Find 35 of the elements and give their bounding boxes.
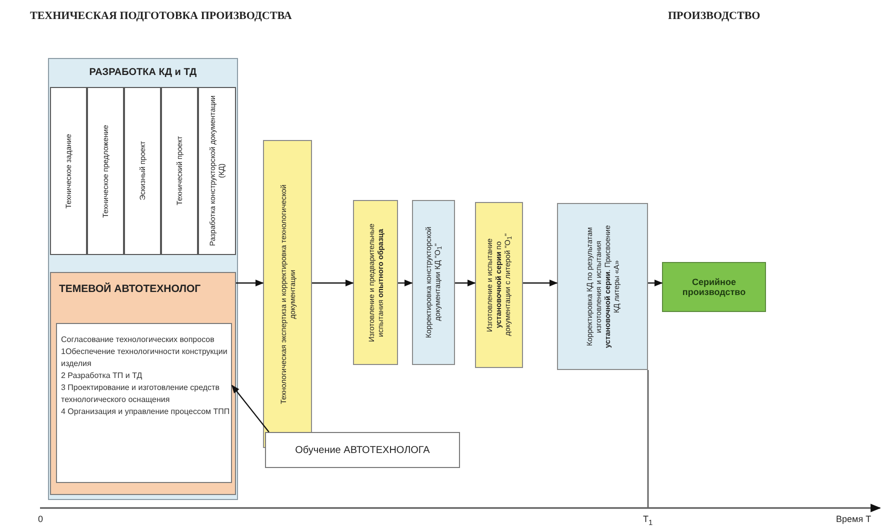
process-box [265, 432, 460, 468]
result-box [662, 262, 766, 312]
section-heading: ПРОИЗВОДСТВО [668, 10, 760, 22]
process-box [475, 202, 523, 368]
arrow [398, 280, 413, 286]
box-label: Обучение АВТОТЕХНОЛОГА [295, 444, 430, 456]
box-label: Серийное производство [681, 277, 747, 297]
arrow [312, 280, 354, 286]
arrow [455, 280, 476, 286]
stage-box [50, 87, 87, 255]
milestone-label: T$_{1}$ [643, 514, 653, 527]
process-box [412, 200, 455, 365]
task-text: 3 Проектирование и изготовление средств технологического оснащения [60, 382, 220, 406]
task-text: Согласование технологических вопросов [60, 334, 216, 346]
stage-box [161, 87, 198, 255]
panel-heading: ТЕМЕВОЙ АВТОТЕХНОЛОГ [59, 283, 201, 295]
task-list-box [56, 323, 232, 483]
task-text: 2 Разработка ТП и ТД [60, 370, 144, 382]
stage-box [124, 87, 161, 255]
panel-heading: РАЗРАБОТКА КД и ТД [88, 67, 198, 78]
axis-origin-label: 0 [38, 514, 44, 524]
task-text: 4 Организация и управление процессом ТПП [60, 406, 231, 418]
group-panel [48, 58, 238, 500]
section-heading: ТЕХНИЧЕСКАЯ ПОДГОТОВКА ПРОИЗВОДСТВА [30, 10, 292, 22]
process-box [353, 200, 398, 365]
arrow [231, 384, 270, 432]
arrow [523, 280, 558, 286]
arrow [648, 280, 663, 286]
axis-label: Время T [836, 514, 872, 524]
role-panel [50, 272, 236, 495]
stage-box [87, 87, 124, 255]
arrow [236, 280, 264, 286]
stage-box [198, 87, 236, 255]
process-box [557, 203, 648, 370]
task-text: 1Обеспечение технологичности конструкции изделия [60, 346, 228, 370]
